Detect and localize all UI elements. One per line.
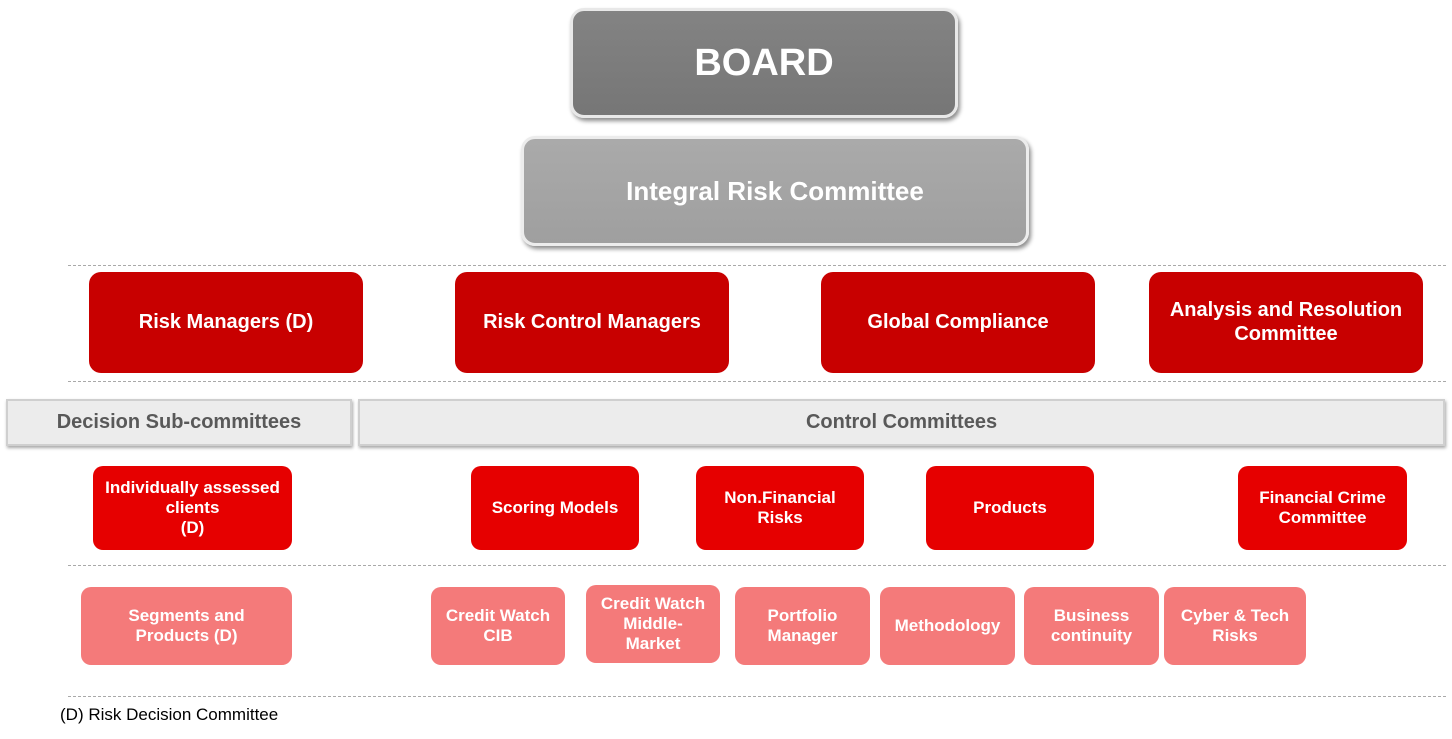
cyber-tech-risks-box: Cyber & Tech Risks: [1164, 587, 1306, 665]
portfolio-manager-box: Portfolio Manager: [735, 587, 870, 665]
business-continuity-box: Business continuity: [1024, 587, 1159, 665]
separator-line: [68, 565, 1446, 566]
board-box: BOARD: [570, 8, 958, 118]
non-financial-risks-box: Non.Financial Risks: [696, 466, 864, 550]
financial-crime-committee-box: Financial Crime Committee: [1238, 466, 1407, 550]
control-committees-header: Control Committees: [358, 399, 1445, 446]
products-box: Products: [926, 466, 1094, 550]
separator-line: [68, 696, 1446, 697]
decision-sub-committees-header: Decision Sub-committees: [6, 399, 352, 446]
separator-line: [68, 265, 1446, 266]
global-compliance-box: Global Compliance: [821, 272, 1095, 373]
individually-assessed-clients-box: Individually assessed clients (D): [93, 466, 292, 550]
risk-managers-box: Risk Managers (D): [89, 272, 363, 373]
credit-watch-middle-market-box: Credit Watch Middle- Market: [586, 585, 720, 663]
scoring-models-box: Scoring Models: [471, 466, 639, 550]
methodology-box: Methodology: [880, 587, 1015, 665]
separator-line: [68, 381, 1446, 382]
risk-control-managers-box: Risk Control Managers: [455, 272, 729, 373]
integral-risk-committee-box: Integral Risk Committee: [521, 136, 1029, 246]
segments-and-products-box: Segments and Products (D): [81, 587, 292, 665]
analysis-resolution-committee-box: Analysis and Resolution Committee: [1149, 272, 1423, 373]
credit-watch-cib-box: Credit Watch CIB: [431, 587, 565, 665]
footnote: (D) Risk Decision Committee: [60, 705, 279, 724]
